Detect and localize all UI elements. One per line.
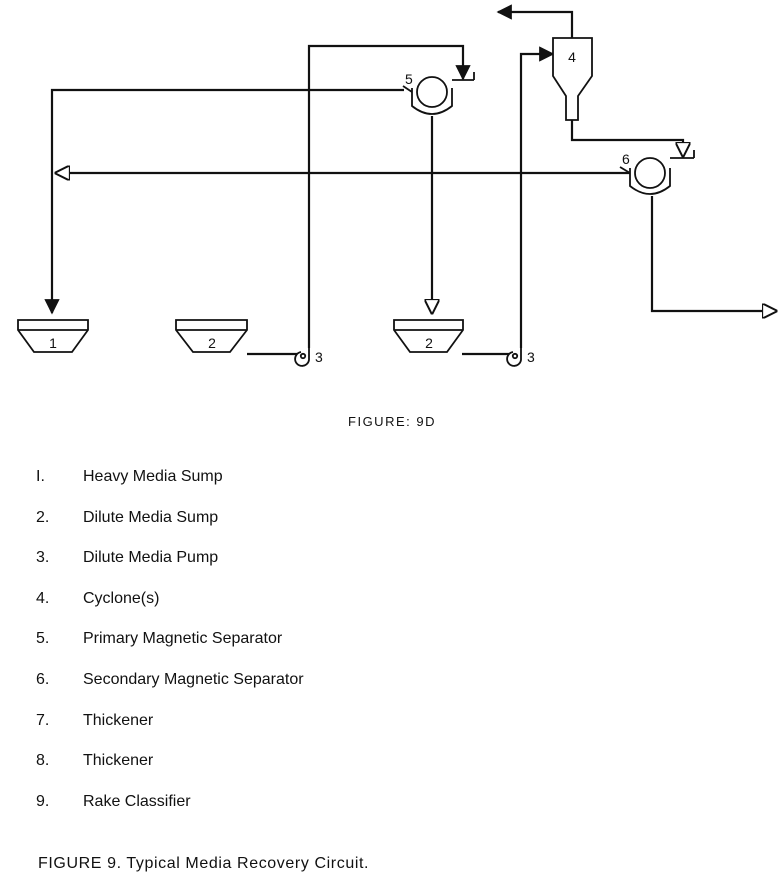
dilute-media-sump [175,319,248,353]
dilute-media-pump-label: 3 [315,349,323,365]
legend-label: Thickener [83,752,154,770]
dilute-media-sump-label: 2 [425,335,433,351]
line-separator5-to-sump1 [44,88,404,315]
legend-number: 2. [36,508,50,526]
line-pump3a-to-separator5 [307,44,471,348]
dilute-media-pump-icon [506,348,522,367]
legend-number: 6. [36,670,50,688]
secondary-magnetic-separator-label: 6 [622,151,630,167]
line-separator6-discharge [650,196,776,311]
line-cyclone4-to-separator6 [570,120,683,156]
legend-label: Cyclone(s) [83,589,160,607]
figure-caption: FIGURE 9. Typical Media Recovery Circuit… [38,855,370,872]
legend-number: 5. [36,630,50,648]
line-cyclone4-overflow [496,4,574,38]
figure-label: FIGURE: 9D [348,414,436,429]
cyclone-label: 4 [568,49,576,65]
legend-label: Rake Classifier [83,792,191,810]
dilute-media-pump-label: 3 [527,349,535,365]
primary-magnetic-separator-label: 5 [405,71,413,87]
legend-label: Dilute Media Pump [83,549,219,567]
legend-label: Primary Magnetic Separator [83,630,283,648]
primary-magnetic-separator-icon [402,72,475,115]
legend-number: 3. [36,549,50,567]
flow-diagram: 1 2 2 3 3 5 4 6 [17,4,784,367]
legend-label: Heavy Media Sump [83,468,223,485]
dilute-media-sump [393,319,464,353]
dilute-media-sump-label: 2 [208,335,216,351]
line-pump3b-to-cyclone4 [519,46,555,348]
legend-label: Dilute Media Sump [83,508,219,526]
dilute-media-pump-icon [294,348,310,367]
legend-number: 7. [36,711,50,729]
legend-label: Thickener [83,711,154,729]
heavy-media-sump [17,319,89,353]
legend-number: 4. [36,589,50,607]
legend-number: 8. [36,752,50,770]
legend-number: I. [36,468,45,485]
cyclone-icon [552,37,593,121]
secondary-magnetic-separator-icon [619,150,695,195]
legend-number: 9. [36,792,50,810]
legend-label: Secondary Magnetic Separator [83,670,304,688]
heavy-media-sump-label: 1 [49,335,57,351]
